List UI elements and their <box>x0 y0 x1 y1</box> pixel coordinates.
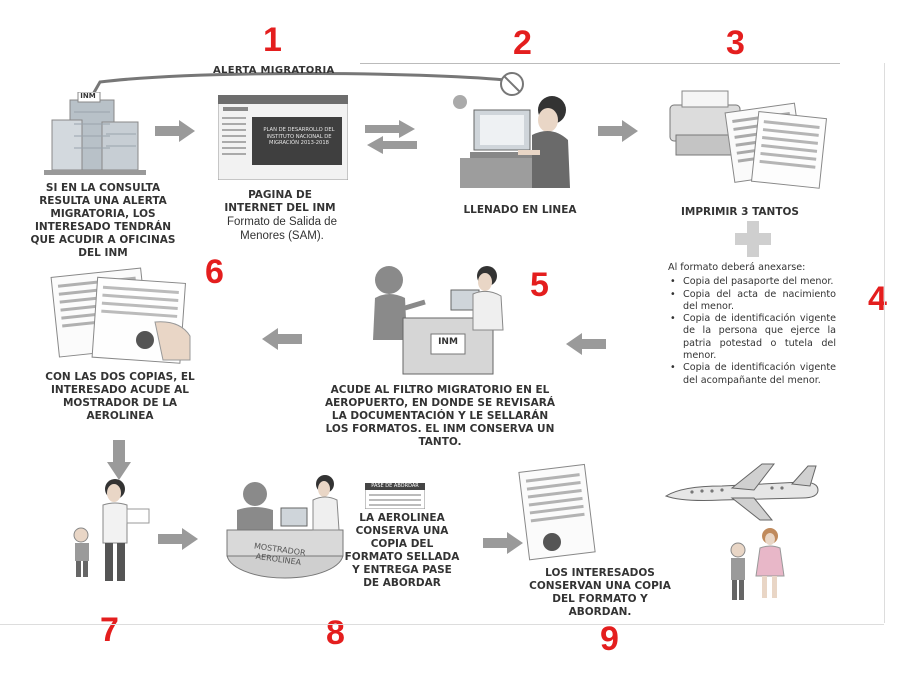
woman-with-child-illustration <box>73 479 150 581</box>
web-page-title: PAGINA DE INTERNET DEL INM <box>224 189 336 214</box>
step-number-1: 1 <box>263 21 282 59</box>
stamped-forms-illustration <box>50 267 191 364</box>
requirements-intro: Al formato deberá anexarse: <box>668 262 806 273</box>
step-number-6: 6 <box>205 253 224 291</box>
bottom-rule <box>0 624 884 625</box>
right-rule <box>884 63 885 623</box>
woman-at-computer-illustration <box>453 72 570 188</box>
step-number-8: 8 <box>326 614 345 652</box>
step6-caption: CON LAS DOS COPIAS, EL INTERESADO ACUDE … <box>45 371 195 422</box>
plus-icon <box>735 221 771 257</box>
requirement-item: Copia del acta de nacimiento del menor. <box>668 289 836 314</box>
step-number-5: 5 <box>530 266 549 304</box>
step-number-9: 9 <box>600 620 619 658</box>
arrow-right <box>158 528 198 550</box>
web-page-subtitle: Formato de Salida de Menores (SAM). <box>227 216 337 242</box>
kept-form-illustration <box>518 463 596 561</box>
arrow-down <box>107 440 131 480</box>
step-number-4: 4 <box>868 280 887 318</box>
arrow-right <box>483 532 523 554</box>
alert-label: ALERTA MIGRATORIA <box>213 65 335 76</box>
step3-caption: IMPRIMIR 3 TANTOS <box>680 206 799 218</box>
requirements-list: Al formato deberá anexarse: Copia del pa… <box>668 262 836 387</box>
double-arrow <box>365 120 417 154</box>
step-number-7: 7 <box>100 611 119 649</box>
children-illustration <box>730 528 785 600</box>
arrow-right <box>155 120 195 142</box>
step1-caption: SI EN LA CONSULTA RESULTA UNA ALERTA MIG… <box>30 182 176 259</box>
boarding-pass-label: PASE DE ABORDAR <box>371 483 419 489</box>
inm-logo-text: INM <box>80 92 96 100</box>
step8-caption: LA AEROLINEA CONSERVA UNA COPIA DEL FORM… <box>344 512 460 589</box>
counter-logo-text: INM <box>438 337 458 347</box>
immigration-filter-illustration <box>373 266 504 375</box>
arrow-left <box>566 333 606 355</box>
requirement-item: Copia de identificación vigente del acom… <box>668 362 836 387</box>
requirement-item: Copia de identificación vigente de la pe… <box>668 313 836 362</box>
airplane-illustration <box>664 463 819 521</box>
step5-caption: ACUDE AL FILTRO MIGRATORIO EN EL AEROPUE… <box>325 384 555 448</box>
website-screen-text: PLAN DE DESARROLLO DEL INSTITUTO NACIONA… <box>263 127 335 146</box>
printer-illustration <box>669 90 828 189</box>
inm-website-illustration <box>218 95 348 180</box>
step2-caption: LLENADO EN LINEA <box>463 204 577 216</box>
arrow-right <box>598 120 638 142</box>
step-number-2: 2 <box>513 24 532 62</box>
step9-caption: LOS INTERESADOS CONSERVAN UNA COPIA DEL … <box>529 567 671 618</box>
arrow-left <box>262 328 302 350</box>
airline-counter-illustration <box>226 475 344 579</box>
boarding-pass-illustration <box>365 483 425 509</box>
step-number-3: 3 <box>726 24 745 62</box>
top-rule <box>360 63 840 64</box>
inm-building-illustration <box>44 92 146 175</box>
requirement-item: Copia del pasaporte del menor. <box>668 276 836 289</box>
